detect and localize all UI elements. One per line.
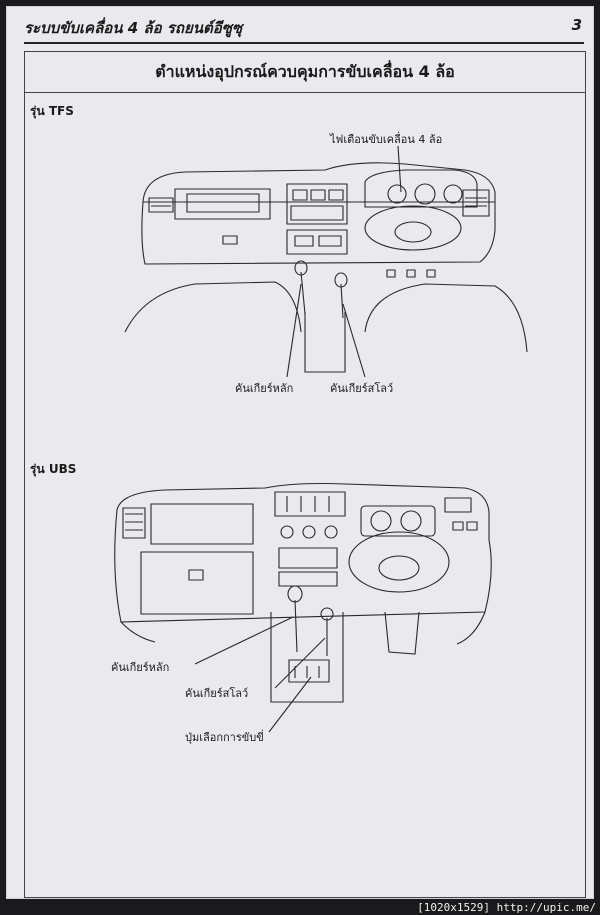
ubs-dash-outline [115, 484, 492, 623]
tfs-left-seat [125, 282, 301, 332]
tfs-main-lever-leader [287, 284, 301, 377]
page-number: 3 [571, 16, 582, 34]
tfs-glovebox [175, 189, 270, 219]
tfs-transfer-lever-label: คันเกียร์สโลว์ [330, 382, 394, 395]
image-watermark: [1020x1529] http://upic.me/ [417, 901, 596, 914]
section-title: ตำแหน่งอุปกรณ์ควบคุมการขับเคลื่อน 4 ล้อ [25, 52, 585, 93]
tfs-transfer-lever-knob [335, 273, 347, 287]
tfs-main-lever-knob [295, 261, 307, 275]
ubs-drive-select-panel [289, 660, 329, 682]
ubs-radio [279, 548, 337, 568]
tfs-steering-wheel [365, 206, 461, 250]
tfs-main-lever-label: คันเกียร์หลัก [235, 382, 294, 395]
ubs-drive-select-label: ปุ่มเลือกการขับขี่ [185, 731, 264, 744]
tfs-transfer-lever-leader [343, 304, 365, 377]
ubs-console [271, 612, 343, 702]
content-frame: ตำแหน่งอุปกรณ์ควบคุมการขับเคลื่อน 4 ล้อ … [24, 51, 586, 898]
tfs-console [305, 312, 345, 372]
manual-page: ระบบขับเคลื่อน 4 ล้อ รถยนต์อีซูซุ 3 ตำแห… [6, 6, 594, 899]
ubs-main-lever-label: คันเกียร์หลัก [111, 661, 170, 674]
tfs-right-seat [365, 284, 527, 352]
ubs-steering-wheel [349, 532, 449, 592]
tfs-dashboard-illustration [25, 52, 585, 897]
ubs-main-lever-stick [295, 600, 297, 652]
ubs-transfer-lever-label: คันเกียร์สโลว์ [185, 687, 249, 700]
ubs-drive-select-leader [269, 677, 311, 732]
tfs-indicator-leader [398, 146, 401, 192]
tfs-radio [287, 230, 347, 254]
ubs-dashboard-illustration [25, 52, 585, 897]
header-title: ระบบขับเคลื่อน 4 ล้อ รถยนต์อีซูซุ [24, 19, 243, 37]
ubs-upper-glovebox [151, 504, 253, 544]
ubs-transfer-lever-leader [275, 638, 325, 688]
ubs-transfer-lever-knob [321, 608, 333, 620]
ubs-lower-glovebox [141, 552, 253, 614]
ubs-main-lever-leader [195, 617, 293, 664]
ubs-instrument-cluster [361, 506, 435, 536]
ubs-main-lever-knob [288, 586, 302, 602]
tfs-indicator-light-label: ไฟเตือนขับเคลื่อน 4 ล้อ [330, 133, 443, 146]
tfs-transfer-lever-stick [341, 284, 343, 318]
ubs-center-vents [275, 492, 345, 516]
tfs-model-label: รุ่น TFS [30, 104, 74, 118]
tfs-instrument-cluster [365, 170, 477, 207]
ubs-model-label: รุ่น UBS [30, 462, 77, 476]
tfs-main-lever-stick [301, 272, 305, 314]
tfs-center-vents [287, 184, 347, 224]
page-header: ระบบขับเคลื่อน 4 ล้อ รถยนต์อีซูซุ 3 [24, 14, 584, 44]
tfs-dash-outline [142, 163, 495, 264]
